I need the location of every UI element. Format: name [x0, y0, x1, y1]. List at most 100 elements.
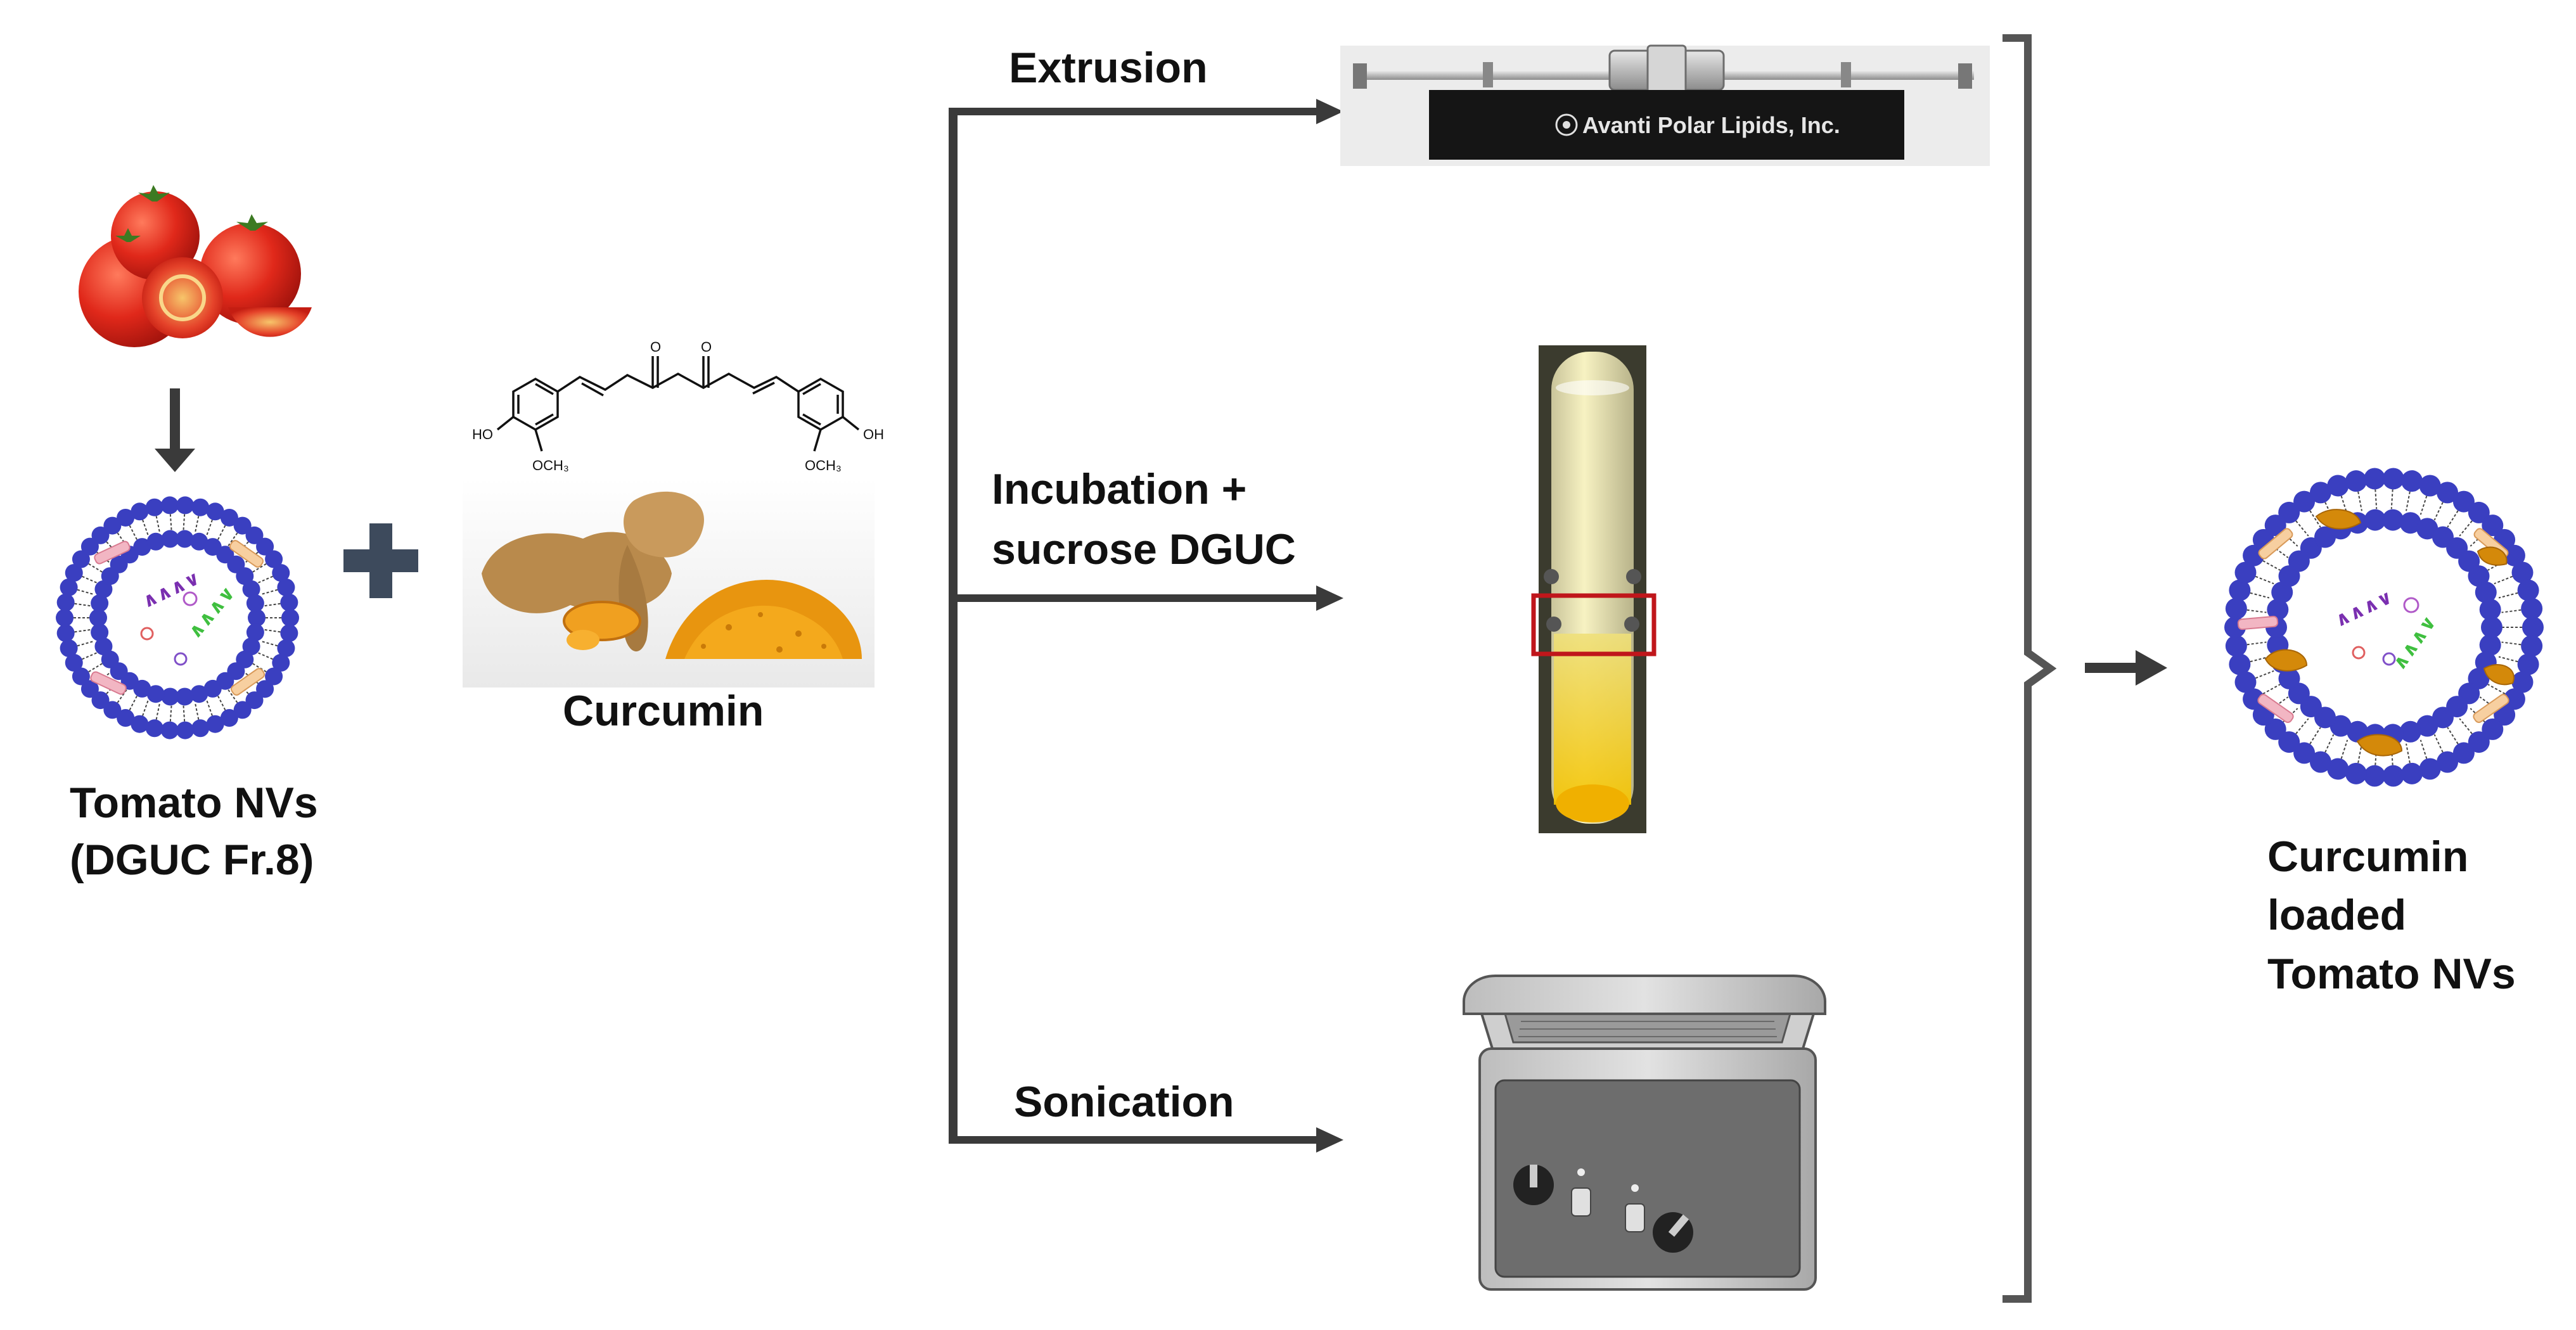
lipid-tail [258, 575, 273, 584]
lipid-head [265, 550, 283, 568]
lipid-head [176, 687, 194, 706]
lipid-head [103, 516, 122, 535]
lipid-head [256, 680, 274, 698]
lipid-head [65, 653, 83, 672]
lipid-head [2293, 490, 2316, 513]
lipid-tail [2374, 489, 2378, 509]
lipid-tail [2250, 656, 2270, 663]
lipid-head [2481, 617, 2502, 638]
lipid-tail [2501, 641, 2522, 646]
lipid-head [2278, 731, 2300, 753]
lipid-head [2452, 490, 2475, 513]
lipid-head [176, 721, 195, 739]
lipid-bilayer-heads-loaded [2224, 468, 2544, 787]
lipid-tail [2272, 546, 2289, 558]
lipid-tail [169, 514, 172, 530]
lipid-head [2364, 509, 2386, 531]
lipid-head [190, 685, 208, 703]
band-highlight-box [1531, 593, 1656, 656]
lipid-head [2364, 765, 2386, 787]
lipid-head [220, 508, 238, 527]
lipid-tail [2262, 684, 2281, 694]
sonicator-bath-image [1463, 975, 1826, 1291]
lipid-tail [262, 641, 278, 647]
methoxy-right: OCH₃ [805, 457, 842, 473]
lipid-tail [2406, 491, 2411, 511]
lipid-head [2327, 475, 2349, 497]
lipid-head [2479, 634, 2501, 656]
lipid-tail [88, 663, 103, 673]
membrane-proteins-loaded [2237, 528, 2509, 723]
centrifuge-tube-image [1531, 345, 1656, 833]
lipid-tail [183, 705, 186, 722]
carbonyl-o-left: O [650, 339, 661, 355]
right-bracket [2002, 34, 2057, 1303]
lipid-tail [169, 705, 172, 722]
down-arrow [155, 388, 195, 472]
lipid-head [191, 719, 210, 738]
lipid-head [2264, 515, 2286, 537]
lipid-head [2309, 751, 2331, 773]
lipid-head [91, 526, 110, 544]
lipid-head [2482, 718, 2504, 740]
lipid-head [56, 609, 74, 627]
lipid-tail [217, 525, 226, 540]
lipid-head [2503, 544, 2525, 566]
lipid-head [2521, 598, 2543, 620]
lipid-head [72, 667, 90, 686]
lipid-tail [155, 703, 160, 720]
lipid-head [281, 609, 299, 627]
lipid-head [236, 567, 254, 585]
lipid-head [2264, 718, 2286, 740]
lipid-head [72, 550, 90, 568]
lipid-head [2347, 720, 2369, 743]
lipid-tail [2309, 727, 2321, 745]
lipid-tail [82, 575, 97, 584]
lipid-tail [2255, 575, 2274, 585]
lipid-head [2225, 598, 2247, 620]
lipid-head [190, 532, 208, 551]
lipid-head [2309, 482, 2331, 504]
lipid-head [2468, 731, 2490, 753]
lipid-tail [217, 695, 226, 711]
lipid-head [2399, 512, 2421, 534]
lipid-head [2293, 742, 2316, 764]
lipid-tail [142, 700, 149, 716]
lipid-head [220, 709, 238, 727]
lipid-head [101, 650, 119, 668]
curcumin-label: Curcumin [563, 687, 764, 735]
extruder-brand-label: Avanti Polar Lipids, Inc. [1582, 112, 1840, 138]
lipid-head [246, 594, 264, 613]
result-label-line1: Curcumin [2267, 833, 2468, 881]
svg-text:∧∧∧∨: ∧∧∧∨ [2388, 611, 2441, 674]
lipid-head [277, 578, 295, 596]
lipid-tail [142, 520, 149, 535]
lipid-head [2521, 635, 2543, 657]
lipid-tail [74, 629, 91, 633]
lipid-head [2364, 468, 2386, 490]
lipid-head [56, 624, 75, 643]
lipid-tail [2283, 532, 2298, 547]
lipid-tail [129, 695, 138, 711]
lipid-tail [264, 603, 281, 607]
lipid-head [2345, 762, 2367, 784]
lipid-head [242, 637, 260, 656]
lipid-head [94, 637, 113, 656]
lipid-tail [2357, 743, 2362, 764]
svg-text:∧∧∧∨: ∧∧∧∨ [2331, 586, 2396, 631]
lipid-head [80, 537, 99, 556]
lipid-head [2419, 475, 2441, 497]
lipid-tail [2447, 510, 2459, 528]
lipid-head [160, 721, 179, 739]
cargo-molecules-loaded: ∧∧∧∨ ∧∧∧∨ [2331, 586, 2441, 674]
lipid-head [272, 653, 290, 672]
lipid-head [2511, 671, 2534, 693]
lipid-head [2437, 482, 2459, 504]
lipid-tail [2255, 670, 2274, 679]
lipid-tail [2433, 734, 2444, 753]
svg-text:∧∧∧∨: ∧∧∧∨ [139, 567, 203, 612]
lipid-tail [2250, 592, 2270, 599]
lipid-head [2271, 581, 2293, 603]
lipid-head [145, 719, 163, 738]
